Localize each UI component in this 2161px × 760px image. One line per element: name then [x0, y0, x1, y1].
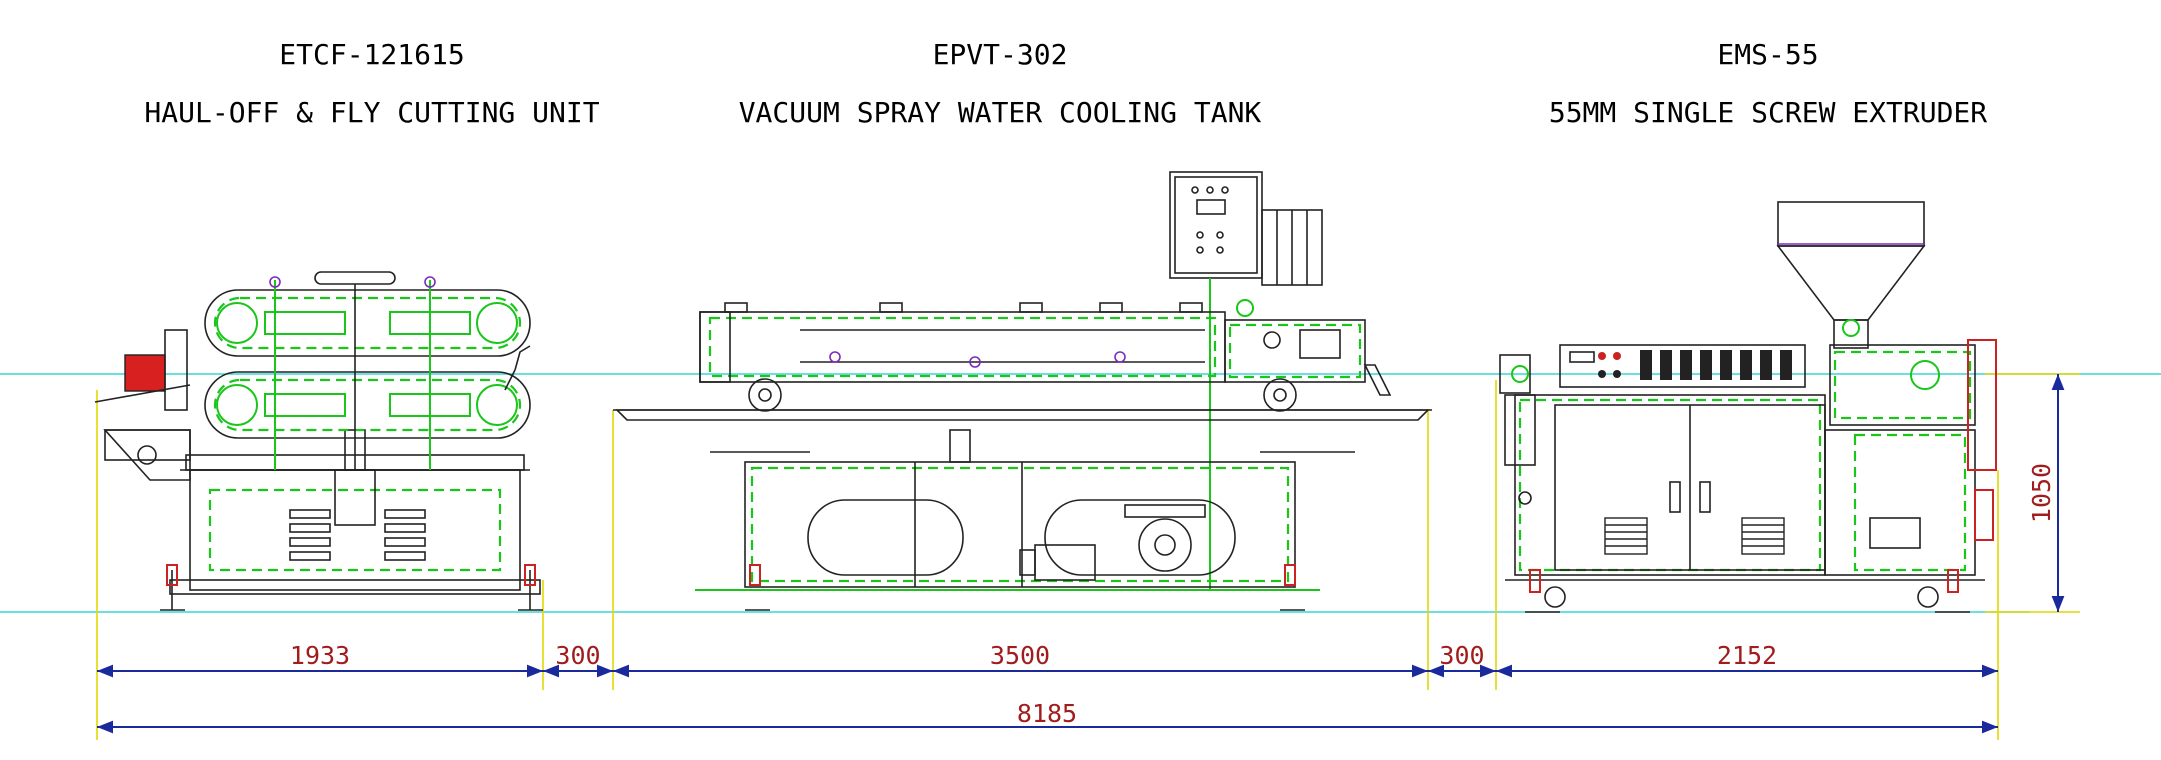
dim-total-length: 8185 [1017, 699, 1077, 728]
haul-off-unit-drawing [94, 271, 543, 611]
unit-cooling-tank-description: VACUUM SPRAY WATER COOLING TANK [739, 96, 1262, 129]
dim-extruder-height: 1050 [2027, 463, 2056, 523]
unit-extruder-model: EMS-55 [1717, 38, 1818, 71]
cooling-tank-drawing [613, 171, 1432, 611]
dim-gap-2: 300 [1439, 641, 1484, 670]
unit-cooling-tank-model: EPVT-302 [933, 38, 1068, 71]
dim-gap-1: 300 [555, 641, 600, 670]
dim-haul-off-length: 1933 [290, 641, 350, 670]
unit-extruder-description: 55MM SINGLE SCREW EXTRUDER [1549, 96, 1987, 129]
unit-extruder-title: EMS-55 55MM SINGLE SCREW EXTRUDER [1549, 38, 1987, 129]
unit-haul-off-title: ETCF-121615 HAUL-OFF & FLY CUTTING UNIT [144, 38, 599, 129]
extension-lines [96, 373, 2080, 740]
dim-extruder-length: 2152 [1717, 641, 1777, 670]
unit-cooling-tank-title: EPVT-302 VACUUM SPRAY WATER COOLING TANK [739, 38, 1262, 129]
vent-slots-icon [289, 509, 426, 561]
dimension-row-1: 1933 300 3500 300 2152 [97, 641, 1998, 678]
extruder-drawing [1499, 201, 1997, 613]
dim-tank-length: 3500 [990, 641, 1050, 670]
dimension-row-2: 8185 [97, 699, 1998, 734]
unit-haul-off-model: ETCF-121615 [279, 38, 464, 71]
dimension-height: 1050 [2027, 374, 2065, 612]
cabinet-vent-icon [1604, 517, 1785, 555]
centerlines [0, 373, 2161, 613]
unit-haul-off-description: HAUL-OFF & FLY CUTTING UNIT [144, 96, 599, 129]
